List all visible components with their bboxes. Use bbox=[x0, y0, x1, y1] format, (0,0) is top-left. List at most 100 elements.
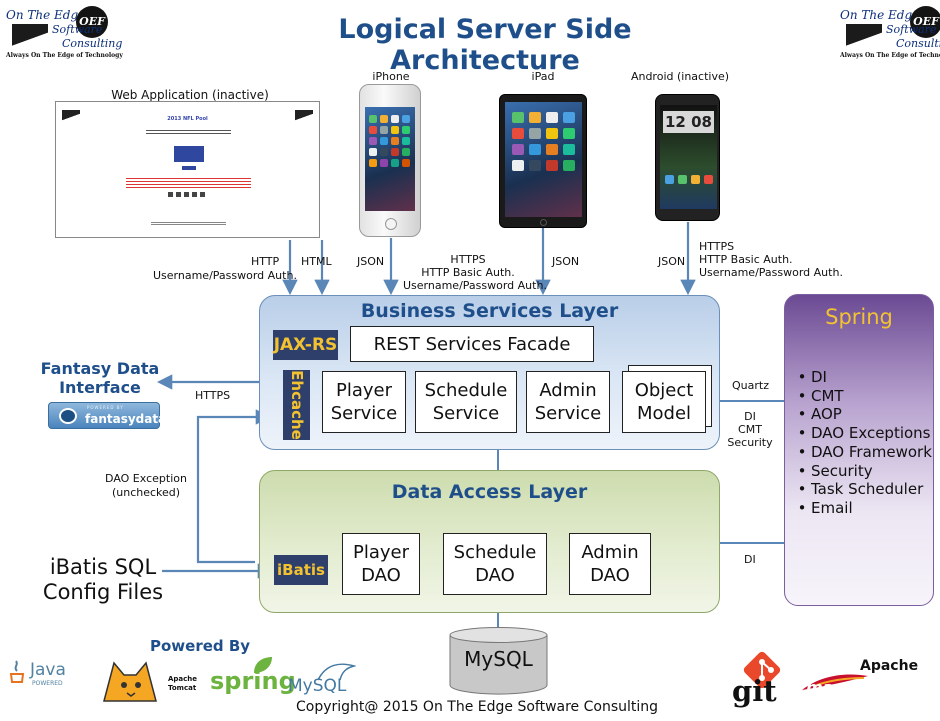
data-layer-title: Data Access Layer bbox=[391, 481, 588, 503]
mysql-database-icon bbox=[449, 627, 548, 695]
ehcache-label: Ehcache bbox=[287, 370, 306, 440]
fantasydata-logo-small: POWERED BY bbox=[87, 405, 124, 410]
java-logo-text: Java bbox=[30, 660, 66, 680]
admin-dao-box: Admin DAO bbox=[569, 533, 651, 595]
mobile-protocol-line2: HTTP Basic Auth. bbox=[421, 266, 515, 279]
web-auth-label: Username/Password Auth. bbox=[153, 269, 297, 282]
git-logo: git bbox=[726, 648, 798, 708]
git-diamond-icon bbox=[743, 651, 781, 689]
web-app-mock-button bbox=[182, 166, 196, 170]
maven-logo-text: maven bbox=[806, 678, 867, 697]
web-app-screenshot: 2013 NFL Pool bbox=[55, 101, 320, 238]
android-protocol-line1: HTTPS bbox=[699, 240, 735, 253]
spring-feature-list: DI CMT AOP DAO Exceptions DAO Framework … bbox=[793, 368, 932, 518]
admin-service-line2: Service bbox=[534, 403, 602, 424]
iphone-home-button bbox=[385, 218, 397, 230]
android-protocol-line2: HTTP Basic Auth. bbox=[699, 253, 793, 266]
mysql-dolphin-icon bbox=[317, 663, 356, 681]
schedule-service-line2: Service bbox=[432, 403, 500, 424]
brand-tagline: Always On The Edge of Technology bbox=[840, 52, 940, 59]
admin-dao-line1: Admin bbox=[581, 542, 639, 563]
iphone-app-grid bbox=[369, 115, 410, 167]
android-label: Android (inactive) bbox=[630, 70, 730, 83]
powered-by-label: Powered By bbox=[150, 637, 251, 655]
mobile-protocol-line3: Username/Password Auth. bbox=[403, 279, 547, 292]
spring-logo: spring bbox=[208, 655, 296, 699]
iphone-label: iPhone bbox=[372, 70, 410, 83]
admin-service-line1: Admin bbox=[539, 380, 597, 401]
player-service-line1: Player bbox=[335, 380, 392, 401]
spring-item: DAO Framework bbox=[793, 443, 932, 462]
ipad-json-label: JSON bbox=[552, 255, 580, 268]
tomcat-cat-icon bbox=[103, 661, 157, 702]
spring-item: Task Scheduler bbox=[793, 480, 932, 499]
web-app-mock-text bbox=[146, 130, 231, 136]
fantasy-line1: Fantasy Data bbox=[40, 359, 160, 378]
spring-panel: Spring DI CMT AOP DAO Exceptions DAO Fra… bbox=[784, 294, 934, 606]
ibatis-config-files: iBatis SQL Config Files bbox=[38, 555, 168, 605]
spring-item: AOP bbox=[793, 405, 932, 424]
web-app-mock-logo-left bbox=[62, 110, 80, 122]
java-logo: Java POWERED bbox=[6, 656, 76, 690]
schedule-service-box: Schedule Service bbox=[415, 371, 517, 433]
fantasydata-logo-icon bbox=[59, 408, 77, 424]
player-service-line2: Service bbox=[330, 403, 398, 424]
dao-exception-arrow bbox=[196, 409, 272, 564]
object-model-box: Object Model bbox=[622, 371, 706, 433]
spring-leaf-icon bbox=[254, 657, 272, 673]
dao-exception-label-1: DAO Exception bbox=[105, 472, 187, 485]
android-json-label: JSON bbox=[658, 255, 686, 268]
player-service-box: Player Service bbox=[322, 371, 406, 433]
brand-tagline: Always On The Edge of Technology bbox=[6, 52, 123, 59]
brand-line2: Software bbox=[52, 23, 103, 36]
brand-line3: Consulting bbox=[62, 37, 123, 50]
web-app-mock-form bbox=[174, 146, 204, 162]
maven-logo-apache: Apache bbox=[860, 658, 919, 674]
web-app-mock-title: 2013 NFL Pool bbox=[167, 116, 208, 122]
business-layer-title: Business Services Layer bbox=[360, 300, 619, 322]
spring-item: Security bbox=[793, 462, 932, 481]
android-clock: 12 08 bbox=[663, 111, 714, 133]
java-logo-sub: POWERED bbox=[32, 680, 63, 687]
mysql-label: MySQL bbox=[464, 647, 533, 671]
fantasy-line2: Interface bbox=[59, 378, 141, 397]
page-title: Logical Server Side Architecture bbox=[338, 14, 632, 76]
tomcat-logo-apache: Apache bbox=[168, 675, 198, 683]
web-app-label: Web Application (inactive) bbox=[111, 88, 269, 102]
ipad-screen bbox=[505, 102, 582, 217]
web-app-mock-logo-right bbox=[295, 110, 313, 122]
ibatis-config-line1: iBatis SQL bbox=[49, 555, 157, 579]
copyright-text: Copyright@ 2015 On The Edge Software Con… bbox=[296, 699, 659, 715]
mobile-protocol-line1: HTTPS bbox=[450, 253, 486, 266]
brand-logo-bar bbox=[846, 24, 882, 50]
fantasydata-logo-text: fantasydata bbox=[85, 412, 167, 426]
web-http-label: HTTP bbox=[251, 255, 280, 268]
web-app-mock-notice bbox=[126, 178, 251, 188]
web-app-mock-footer bbox=[151, 222, 226, 226]
quartz-label: Quartz bbox=[732, 379, 769, 392]
spring-item: CMT bbox=[793, 387, 932, 406]
android-protocol-line3: Username/Password Auth. bbox=[699, 266, 843, 279]
ibatis-config-line2: Config Files bbox=[42, 580, 164, 604]
android-image: 12 08 bbox=[655, 94, 720, 221]
spring-title: Spring bbox=[825, 305, 893, 329]
player-dao-line1: Player bbox=[352, 542, 409, 563]
rest-services-facade: REST Services Facade bbox=[350, 326, 594, 362]
ipad-image bbox=[499, 94, 587, 228]
tomcat-logo: Apache Tomcat bbox=[96, 657, 202, 705]
mysql-logo: MySQL bbox=[286, 660, 366, 700]
brand-logo-left: On The Edge OEF Software Consulting Alwa… bbox=[6, 6, 126, 66]
iphone-json-label: JSON bbox=[357, 255, 385, 268]
player-dao-line2: DAO bbox=[361, 565, 401, 586]
maven-logo: Apache maven bbox=[800, 658, 930, 698]
brand-line1: On The Edge bbox=[840, 8, 920, 22]
business-services-layer: Business Services Layer JAX-RS REST Serv… bbox=[259, 295, 720, 450]
brand-monogram: OEF bbox=[76, 6, 108, 38]
security-label: Security bbox=[727, 436, 773, 449]
schedule-service-line1: Schedule bbox=[424, 380, 508, 401]
di-lower-label: DI bbox=[744, 553, 756, 566]
schedule-dao-line1: Schedule bbox=[453, 542, 537, 563]
ehcache-tag: Ehcache bbox=[283, 370, 310, 440]
java-cup-icon bbox=[9, 660, 25, 683]
